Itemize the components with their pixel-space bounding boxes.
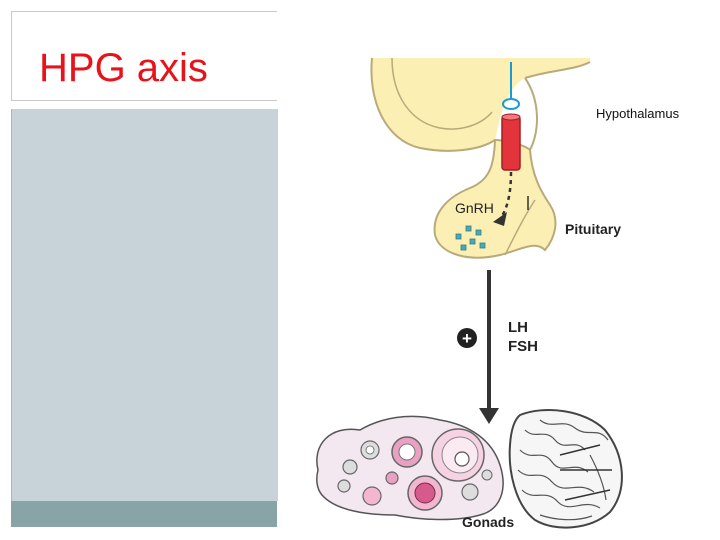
neuron-cell-top	[501, 113, 521, 121]
lh-label: LH	[508, 319, 528, 336]
testis-outline	[508, 409, 623, 529]
corpus-luteum-core	[414, 482, 436, 504]
content-panel	[11, 109, 278, 501]
gnrh-label: GnRH	[455, 200, 494, 216]
lh-fsh-arrowhead	[479, 408, 499, 424]
fsh-label: FSH	[508, 338, 538, 355]
follicle-medium-core	[398, 443, 416, 461]
follicle-small-1-core	[365, 445, 375, 455]
follicle-small-5	[362, 486, 382, 506]
follicle-small-3	[337, 479, 351, 493]
stimulation-plus-sign: +	[462, 329, 472, 348]
pituitary-lobe-divider	[504, 199, 536, 256]
pituitary-shape	[433, 138, 557, 259]
follicle-small-6	[461, 483, 479, 501]
follicle-large-oocyte	[454, 451, 470, 467]
hypothalamus-label: Hypothalamus	[596, 106, 680, 121]
hypothalamus-outline-left	[370, 57, 496, 152]
follicle-small-2	[342, 459, 358, 475]
bottom-bar	[11, 501, 277, 527]
neuron-terminal	[502, 98, 520, 110]
hypothalamus-outline-inner	[391, 57, 493, 130]
follicle-small-4	[385, 471, 399, 485]
stimulation-plus-badge	[457, 328, 477, 348]
hpg-axis-diagram: Hypothalamus GnRH Pituitary + LH FSH	[316, 57, 680, 530]
slide-title: HPG axis	[39, 46, 208, 90]
hypothalamus-pituitary-illustration	[370, 57, 591, 259]
pituitary-label: Pituitary	[565, 221, 621, 237]
seminiferous-tubules	[517, 419, 609, 521]
gonads-label: Gonads	[462, 514, 514, 530]
testis-septa	[559, 444, 612, 501]
ovary-illustration	[316, 415, 504, 521]
gnrh-release-arrowhead	[493, 212, 507, 226]
neuron-cell-body	[501, 115, 521, 171]
testis-illustration	[508, 409, 623, 529]
follicle-small-7	[481, 469, 493, 481]
hypothalamus-shape	[371, 58, 590, 151]
hypothalamus-outline-right	[524, 61, 591, 79]
title-box: HPG axis	[11, 11, 277, 101]
gnrh-granules	[455, 225, 486, 251]
gnrh-release-path	[500, 171, 513, 217]
